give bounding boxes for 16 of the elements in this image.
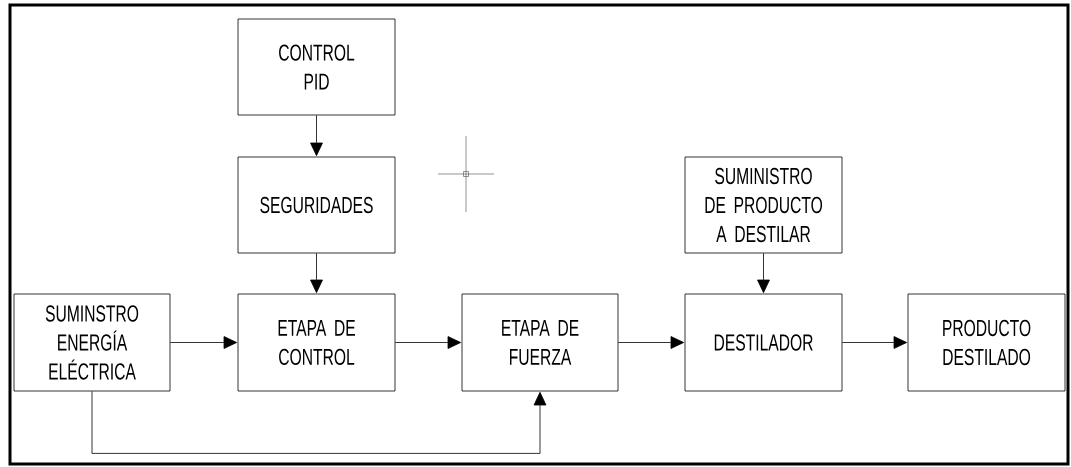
process-box: ETAPA DE CONTROL — [237, 293, 396, 392]
arrow — [395, 336, 462, 349]
arrow — [842, 336, 908, 349]
process-box: CONTROL PID — [237, 18, 396, 116]
arrow — [757, 253, 770, 294]
arrow — [310, 115, 323, 157]
process-box: DESTILADOR — [684, 293, 843, 392]
arrow — [618, 336, 685, 349]
process-box: SUMINSTRO ENERGÍA ELÉCTRICA — [13, 293, 171, 392]
arrow — [170, 336, 238, 349]
process-box: PRODUCTO DESTILADO — [907, 293, 1066, 392]
process-box: ETAPA DE FUERZA — [461, 293, 619, 392]
arrow — [310, 253, 323, 294]
arrow — [91, 391, 547, 454]
process-box: SEGURIDADES — [237, 156, 396, 254]
process-box: SUMINISTRO DE PRODUCTO A DESTILAR — [684, 156, 843, 254]
